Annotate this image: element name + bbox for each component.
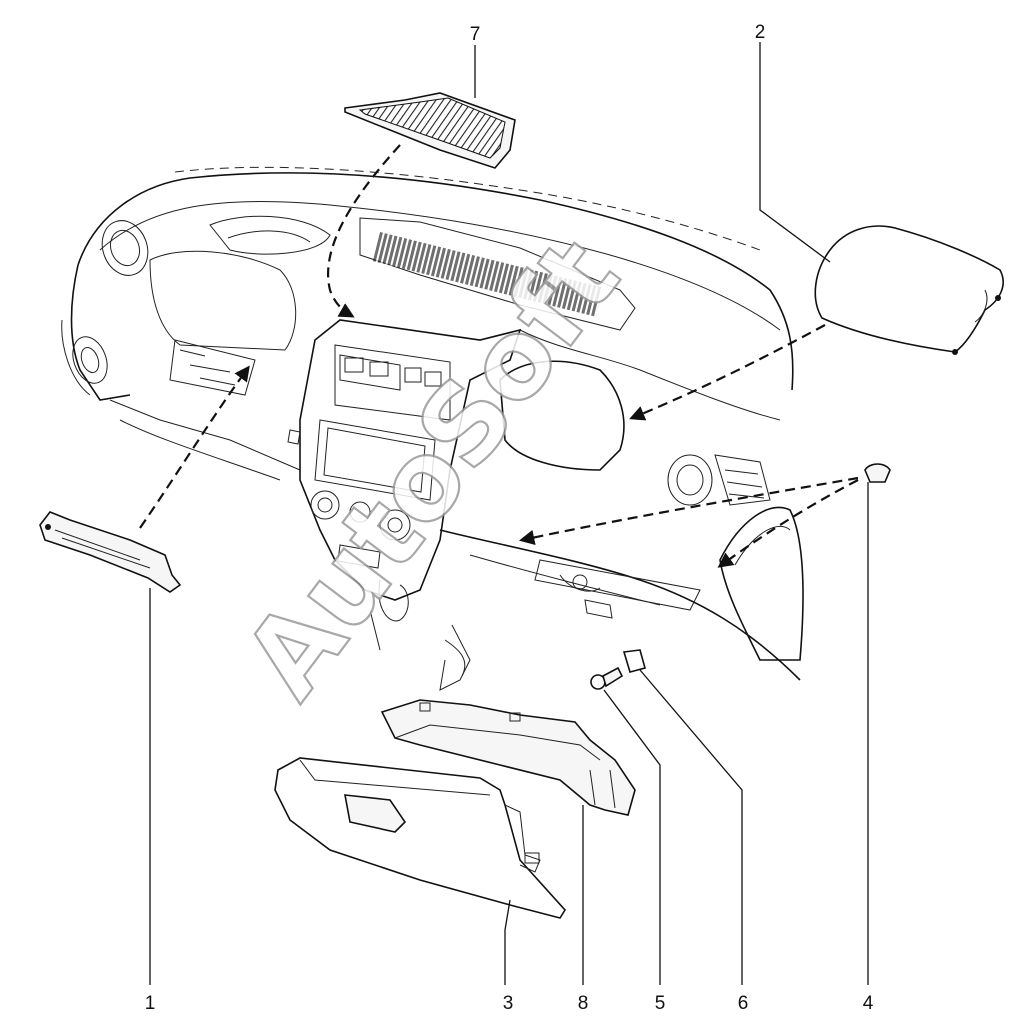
part-6-clip-nut [622, 649, 646, 673]
part-7-top-grille [344, 92, 516, 169]
part-4-clip [864, 463, 891, 483]
part-3-glovebox-lid [274, 757, 566, 919]
part-2-side-cover [814, 225, 1004, 355]
dashboard-assembly [61, 166, 804, 691]
callout-5: 5 [655, 993, 666, 1014]
callout-8: 8 [578, 993, 589, 1014]
callout-3: 3 [503, 993, 514, 1014]
part-8-glovebox-housing [380, 699, 636, 816]
callout-2: 2 [755, 22, 766, 43]
part-5-screw [590, 666, 624, 690]
callout-1: 1 [145, 993, 156, 1014]
callout-4: 4 [863, 993, 874, 1014]
callout-7: 7 [470, 24, 481, 45]
leader-lines [149, 42, 869, 985]
part-1-lower-trim [39, 511, 182, 593]
assembly-arrows [139, 144, 859, 568]
callout-6: 6 [738, 993, 749, 1014]
